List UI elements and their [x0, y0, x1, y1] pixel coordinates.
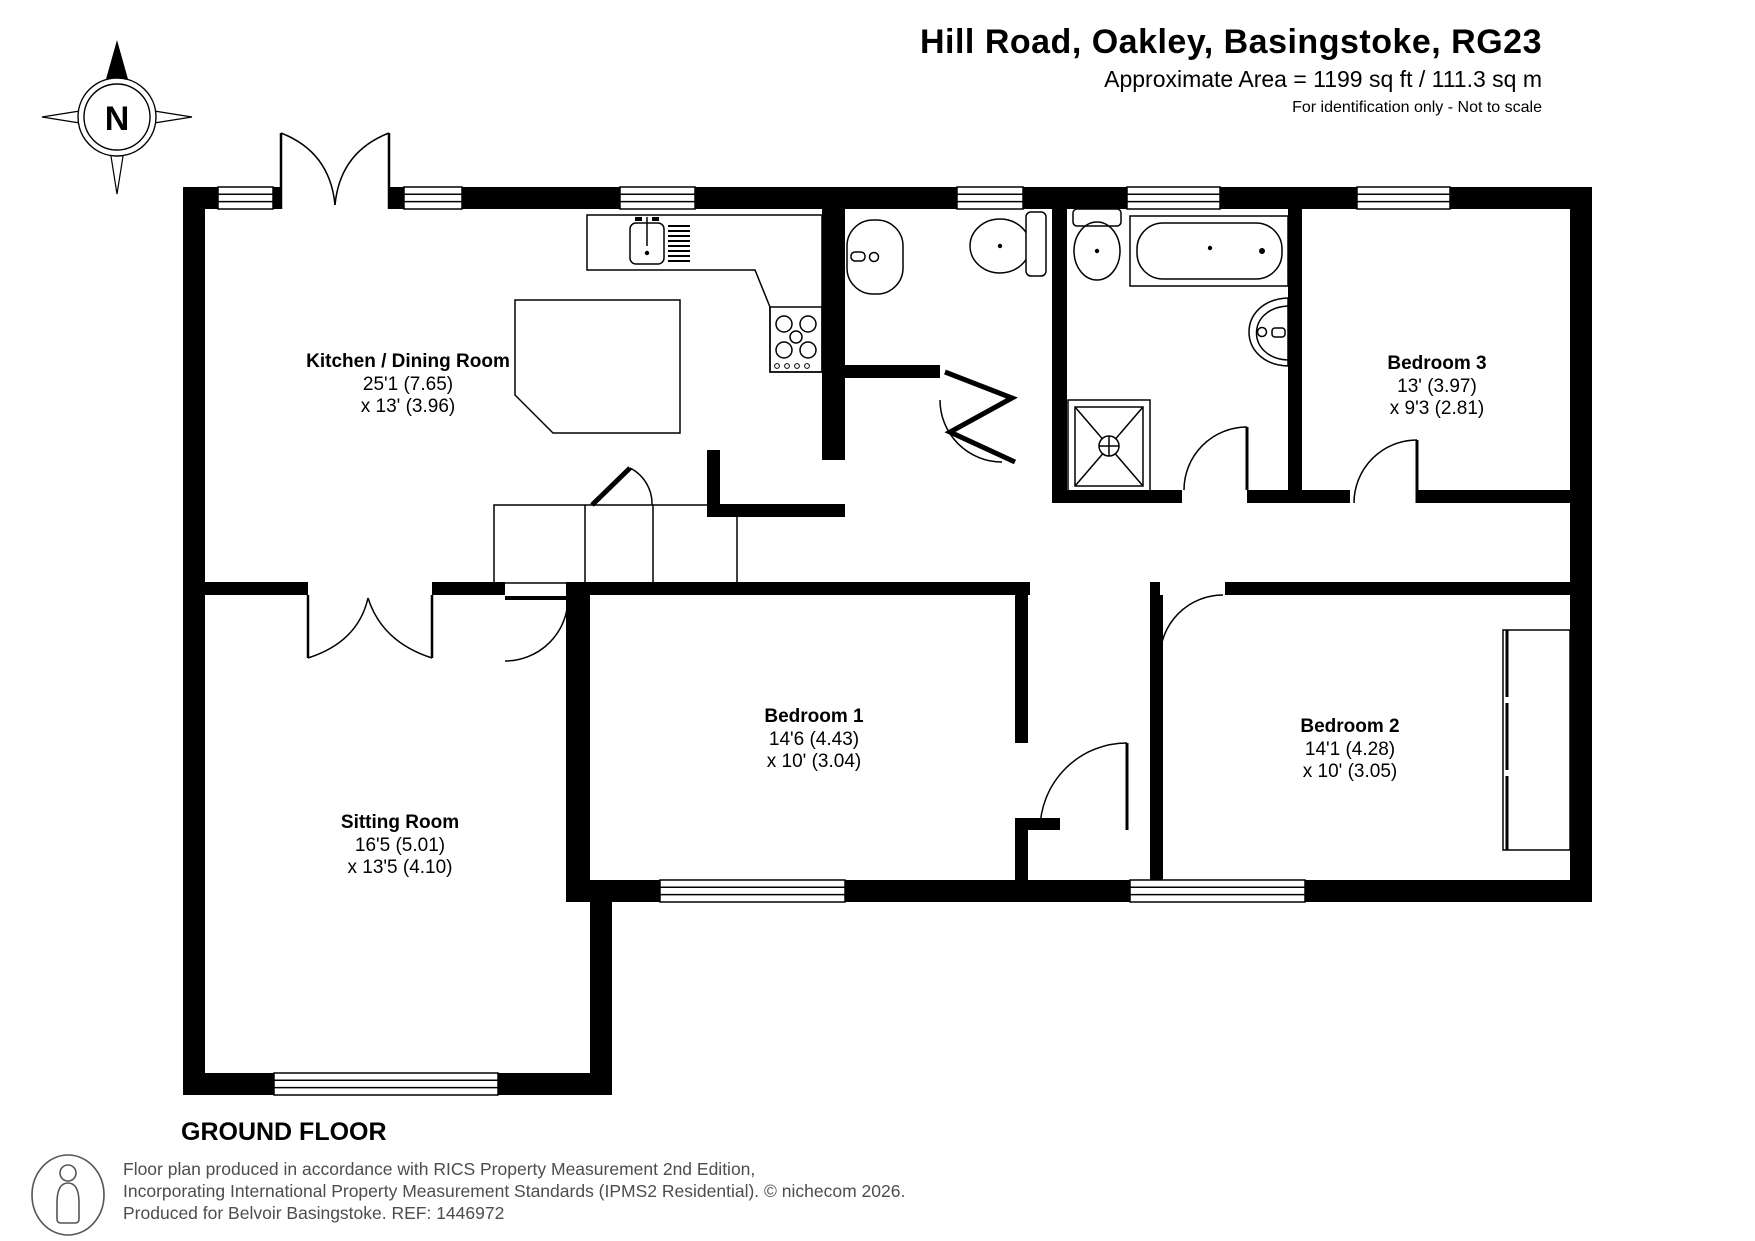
- room-name: Kitchen / Dining Room: [306, 351, 510, 372]
- scale-person-icon: [31, 1154, 105, 1236]
- toilet-icon: [969, 211, 1047, 277]
- sink-icon: [1248, 297, 1289, 367]
- wardrobe: [1502, 629, 1571, 851]
- room-label-bedroom2: Bedroom 2 14'1 (4.28) x 10' (3.05): [1300, 716, 1399, 782]
- room-dimension: 25'1 (7.65): [363, 374, 453, 395]
- bathtub-icon: [1129, 215, 1289, 287]
- room-dimension: x 9'3 (2.81): [1390, 398, 1484, 419]
- door: [1183, 426, 1249, 491]
- bifold-door: [944, 369, 1018, 465]
- room-dimension: 13' (3.97): [1397, 376, 1477, 397]
- room-dimension: x 10' (3.04): [767, 751, 861, 772]
- room-name: Bedroom 3: [1387, 353, 1486, 374]
- window: [619, 186, 696, 210]
- floor-label: GROUND FLOOR: [181, 1118, 387, 1146]
- room-label-bedroom3: Bedroom 3 13' (3.97) x 9'3 (2.81): [1387, 353, 1486, 419]
- room-name: Bedroom 1: [764, 706, 864, 727]
- kitchen-sink-icon: [629, 217, 665, 265]
- window: [956, 186, 1024, 210]
- toilet-icon: [1072, 208, 1122, 281]
- compass-north-label: N: [105, 100, 130, 138]
- footer-line: Floor plan produced in accordance with R…: [123, 1159, 756, 1179]
- footer-disclaimer: Floor plan produced in accordance with R…: [123, 1158, 905, 1224]
- hob-icon: [769, 306, 823, 373]
- windows: [217, 186, 1451, 1096]
- drainer-icon: [668, 225, 690, 262]
- room-dimension: 14'6 (4.43): [769, 729, 859, 750]
- room-label-sitting: Sitting Room 16'5 (5.01) x 13'5 (4.10): [341, 812, 459, 878]
- door: [939, 399, 1003, 463]
- window: [273, 1072, 499, 1096]
- disclaimer: For identification only - Not to scale: [1292, 99, 1542, 116]
- cabinet-run: [493, 466, 738, 584]
- page-title: Hill Road, Oakley, Basingstoke, RG23: [919, 23, 1542, 61]
- area-line: Approximate Area = 1199 sq ft / 111.3 sq…: [1104, 66, 1542, 92]
- room-dimension: 14'1 (4.28): [1305, 739, 1395, 760]
- window: [659, 879, 846, 903]
- bathroom-fixtures: [1067, 208, 1289, 494]
- room-dimension: 16'5 (5.01): [355, 835, 445, 856]
- footer-line: Produced for Belvoir Basingstoke. REF: 1…: [123, 1203, 505, 1223]
- doors: [279, 132, 1419, 831]
- kitchen-island: [514, 299, 681, 434]
- door: [1353, 439, 1419, 504]
- window: [1129, 879, 1306, 903]
- window: [403, 186, 463, 210]
- room-label-kitchen: Kitchen / Dining Room 25'1 (7.65) x 13' …: [306, 351, 510, 417]
- footer-line: Incorporating International Property Mea…: [123, 1181, 906, 1201]
- door: [1158, 594, 1224, 659]
- room-dimension: x 13' (3.96): [361, 396, 455, 417]
- door: [504, 596, 569, 662]
- room-name: Bedroom 2: [1300, 716, 1399, 737]
- window: [1126, 186, 1221, 210]
- room-dimension: x 13'5 (4.10): [347, 857, 452, 878]
- shower-icon: [1067, 399, 1151, 494]
- walls: [183, 187, 1592, 1095]
- sink-icon: [846, 219, 904, 295]
- kitchen-worktop: [586, 214, 823, 373]
- room-labels: Kitchen / Dining Room 25'1 (7.65) x 13' …: [306, 351, 1486, 878]
- double-door: [306, 595, 434, 659]
- wc-fixtures: [846, 211, 1047, 295]
- room-dimension: x 10' (3.05): [1303, 761, 1397, 782]
- door: [1039, 742, 1129, 831]
- double-door: [279, 132, 391, 209]
- room-name: Sitting Room: [341, 812, 459, 833]
- window: [1356, 186, 1451, 210]
- header-block: Hill Road, Oakley, Basingstoke, RG23 App…: [920, 22, 1542, 120]
- window: [217, 186, 274, 210]
- compass-rose-icon: N: [41, 40, 193, 195]
- room-label-bedroom1: Bedroom 1 14'6 (4.43) x 10' (3.04): [764, 706, 864, 772]
- kitchen-fixtures: [493, 214, 823, 584]
